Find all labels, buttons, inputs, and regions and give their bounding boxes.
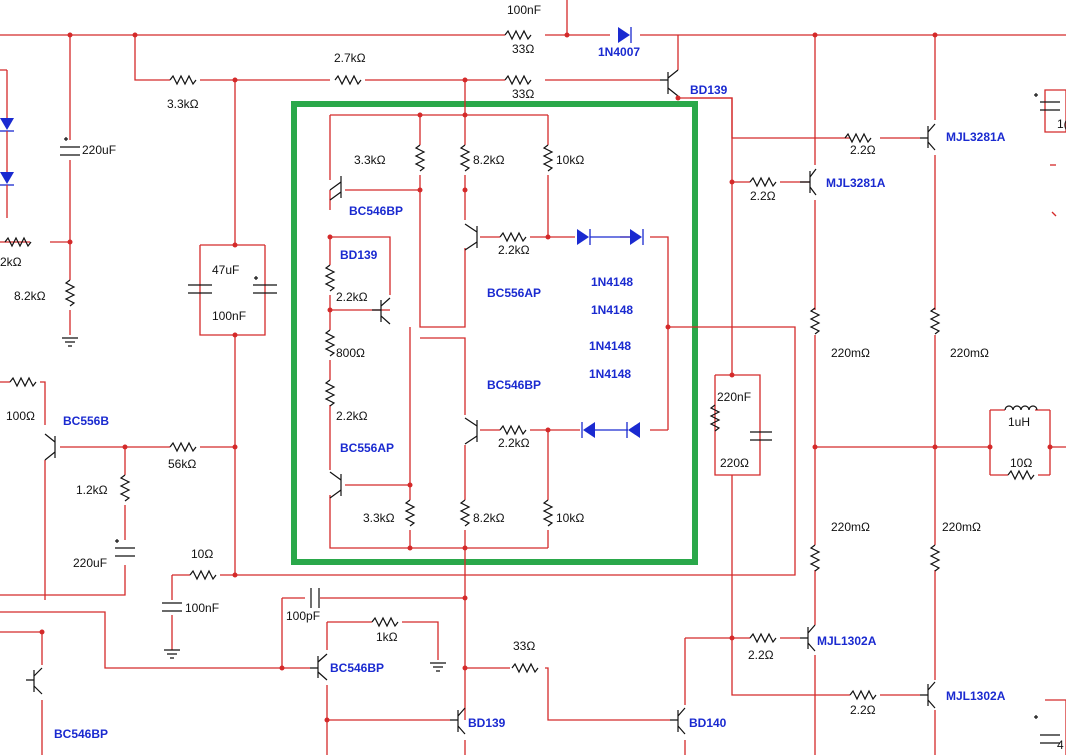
label-2k2-box-left2: 2.2kΩ	[336, 409, 368, 423]
transistors	[26, 69, 936, 735]
label-100: 100Ω	[6, 409, 35, 423]
label-2k-edge: 2kΩ	[0, 255, 22, 269]
label-220nF: 220nF	[717, 390, 751, 404]
label-56k: 56kΩ	[168, 457, 196, 471]
label-bd139-bot: BD139	[468, 716, 506, 730]
label-bc546bp-box: BC546BP	[349, 204, 403, 218]
ground-symbols	[61, 337, 447, 672]
label-2r2-d: 2.2Ω	[850, 703, 876, 717]
label-2k2-box-mid-bot: 2.2kΩ	[498, 436, 530, 450]
label-1n4148-1: 1N4148	[591, 275, 633, 289]
label-8k2-box-bot: 8.2kΩ	[473, 511, 505, 525]
label-33-top1: 33Ω	[512, 42, 534, 56]
label-bc556ap-box2: BC556AP	[487, 286, 541, 300]
label-bc546bp-box2: BC546BP	[487, 378, 541, 392]
label-2r2-a: 2.2Ω	[850, 143, 876, 157]
label-bd140: BD140	[689, 716, 727, 730]
label-220m-3: 220mΩ	[831, 520, 870, 534]
label-1n4148-3: 1N4148	[589, 339, 631, 353]
label-1uH: 1uH	[1008, 415, 1030, 429]
label-mjl1302a-1: MJL1302A	[817, 634, 877, 648]
label-220m-4: 220mΩ	[942, 520, 981, 534]
label-2r2-c: 2.2Ω	[748, 648, 774, 662]
highlight-box	[291, 101, 698, 565]
label-3k3-box-top: 3.3kΩ	[354, 153, 386, 167]
label-bc556b: BC556B	[63, 414, 109, 428]
label-bd139-top: BD139	[690, 83, 728, 97]
label-1n4007: 1N4007	[598, 45, 640, 59]
label-3k3-left: 3.3kΩ	[167, 97, 199, 111]
label-10k-box-top: 10kΩ	[556, 153, 584, 167]
inductor-1uH	[1004, 405, 1038, 411]
label-33-bot: 33Ω	[513, 639, 535, 653]
label-mjl1302a-2: MJL1302A	[946, 689, 1006, 703]
label-8k2-box-top: 8.2kΩ	[473, 153, 505, 167]
label-3k3-box-bot: 3.3kΩ	[363, 511, 395, 525]
label-800: 800Ω	[336, 346, 365, 360]
label-100nF-bot: 100nF	[185, 601, 219, 615]
label-100pF: 100pF	[286, 609, 320, 623]
diodes	[0, 27, 644, 438]
label-33-top2: 33Ω	[512, 87, 534, 101]
label-edge-right-bot: 4	[1057, 738, 1064, 752]
label-47uF: 47uF	[212, 263, 239, 277]
label-220m-2: 220mΩ	[950, 346, 989, 360]
label-2r2-b: 2.2Ω	[750, 189, 776, 203]
label-1k: 1kΩ	[376, 630, 398, 644]
resistors	[4, 30, 1035, 700]
label-10-out: 10Ω	[1010, 456, 1032, 470]
label-mjl3281a-1: MJL3281A	[946, 130, 1006, 144]
label-220uF-bot: 220uF	[73, 556, 107, 570]
label-mjl3281a-2: MJL3281A	[826, 176, 886, 190]
label-1k2: 1.2kΩ	[76, 483, 108, 497]
label-2k2-box-mid-top: 2.2kΩ	[498, 243, 530, 257]
label-bc556ap-box: BC556AP	[340, 441, 394, 455]
label-1n4148-2: 1N4148	[591, 303, 633, 317]
label-edge-right-top: 1(	[1057, 117, 1066, 131]
label-10-mid: 10Ω	[191, 547, 213, 561]
label-220m-1: 220mΩ	[831, 346, 870, 360]
label-2k2-box-left: 2.2kΩ	[336, 290, 368, 304]
label-bc546bp-bot: BC546BP	[330, 661, 384, 675]
label-100nF-top: 100nF	[507, 3, 541, 17]
label-bd139-box: BD139	[340, 248, 378, 262]
label-8k2-left: 8.2kΩ	[14, 289, 46, 303]
capacitors	[60, 93, 1060, 744]
label-220uF-left: 220uF	[82, 143, 116, 157]
label-220: 220Ω	[720, 456, 749, 470]
label-2k7: 2.7kΩ	[334, 51, 366, 65]
junctions	[39, 32, 1053, 723]
label-10k-box-bot: 10kΩ	[556, 511, 584, 525]
label-1n4148-4: 1N4148	[589, 367, 631, 381]
label-bc546bp-leftbot: BC546BP	[54, 727, 108, 741]
label-100nF-mid: 100nF	[212, 309, 246, 323]
labels: 100nF 33Ω 1N4007 2.7kΩ 33Ω BD139 3.3kΩ 2…	[0, 3, 1066, 752]
